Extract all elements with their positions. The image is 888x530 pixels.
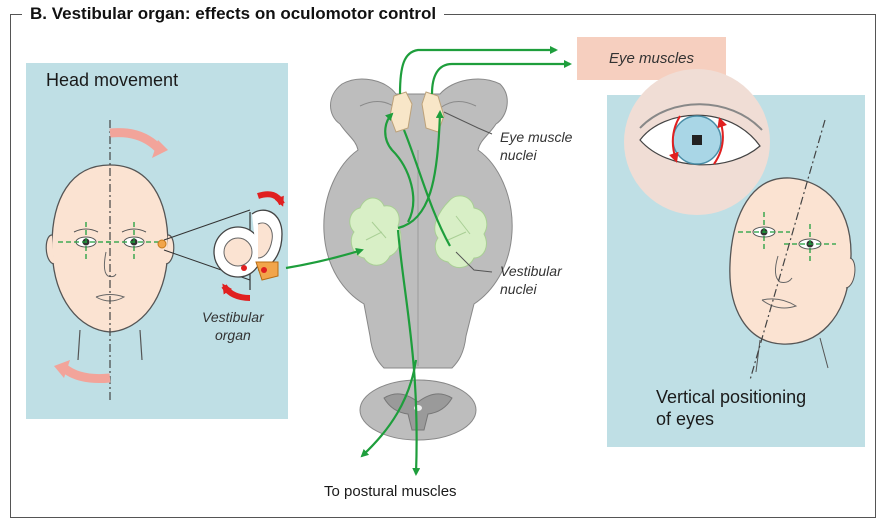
rotation-arrow-bottom: [61, 364, 111, 383]
pathway-lines: [285, 46, 572, 476]
magnified-eye: [624, 69, 770, 215]
tilted-head: [729, 119, 856, 381]
eye-muscle-nuclei-label: Eye muscle nuclei: [500, 128, 572, 164]
vertical-positioning-line1: Vertical positioning: [656, 387, 807, 407]
vestibular-nuclei-line1: Vestibular: [500, 263, 562, 279]
vestibular-organ: [213, 191, 285, 301]
postural-muscles-label: To postural muscles: [324, 483, 457, 500]
vestibular-organ-label-line2: organ: [214, 327, 251, 343]
head-movement-label: Head movement: [46, 70, 179, 90]
brainstem: [323, 78, 513, 441]
vestibular-nuclei-label: Vestibular nuclei: [500, 262, 562, 298]
eye-muscle-nuclei: [389, 91, 445, 133]
vestibular-nuclei-line2: nuclei: [500, 281, 537, 297]
rotation-arrow-top: [109, 128, 162, 152]
vestibular-organ-label: Vestibular organ: [202, 308, 264, 344]
eye-muscle-nuclei-line1: Eye muscle: [500, 129, 573, 145]
eye-muscle-nuclei-line2: nuclei: [500, 147, 537, 163]
vertical-positioning-label: Vertical positioning of eyes: [656, 386, 806, 430]
left-head: [45, 120, 175, 400]
vestibular-nuclei: [349, 195, 488, 268]
vestibular-organ-label-line1: Vestibular: [202, 309, 264, 325]
vertical-positioning-line2: of eyes: [656, 409, 715, 429]
eye-muscles-label: Eye muscles: [608, 50, 695, 67]
figure-title: B. Vestibular organ: effects on oculomot…: [22, 4, 445, 24]
